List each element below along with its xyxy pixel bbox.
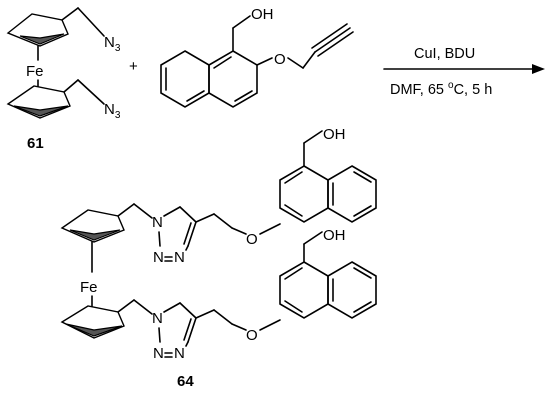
conditions-label: DMF, 65 oC, 5 h [390,80,492,98]
ch2-n-bond-bottom [77,79,105,105]
triazole-bond [179,206,197,223]
ch2-bond [287,57,304,69]
ch2-bond [117,299,135,313]
ch2-bond-bottom [63,79,79,93]
ether-oxygen-label-bottom: O [246,327,258,344]
triazole-n2-label: N [153,249,164,266]
reaction-arrow-group: CuI, BDU DMF, 65 oC, 5 h [383,46,545,98]
azide-label-top: N3 [104,34,121,54]
arrow-head [532,64,545,74]
naphthalene-ring-right [208,50,258,108]
alkyne-bond [314,27,351,53]
iron-label: Fe [26,63,44,80]
ether-bond [259,223,281,235]
cp-ring-bottom-shade [13,105,69,117]
double-bond [284,171,303,184]
ether-bond [256,57,273,66]
double-bond [284,204,303,217]
triazole-bond [163,302,181,313]
ether-bond [259,319,281,331]
double-bond [234,90,253,102]
hydroxyl-label-bottom: OH [323,227,346,244]
och2-bond [213,309,233,325]
naphthalene-ring-left [160,50,210,108]
triazole-n1-label: N [152,310,163,327]
double-bond [284,267,303,280]
ether-oxygen-label: O [274,51,286,68]
triazole-bond [187,317,197,343]
triazole-bond [187,221,197,247]
oh-bond [303,231,323,245]
ether-bond [231,323,247,331]
ch2-n-bond [133,299,153,315]
naphthalene-ring-right-bottom [327,261,377,319]
cp-ring-top-shade [69,229,121,241]
double-bond [186,90,205,102]
och2-bond [213,213,233,229]
hydroxyl-label-top: OH [323,126,346,143]
double-bond [284,300,303,313]
oh-bond [303,130,323,144]
oh-bond [232,15,251,29]
naphthalene-ring-left-top [279,165,329,223]
double-bond [353,171,372,183]
ch2-bond [117,203,135,217]
hydroxyl-label: OH [251,6,274,23]
naphthalene-ring-right-top [327,165,377,223]
double-bond [353,267,372,279]
double-bond [353,301,372,313]
triazole-bond [185,341,189,347]
iron-label: Fe [80,279,98,296]
ch2-n-bond-top [77,7,105,37]
triazole-n3-label: N [174,249,185,266]
propargyl-bond [302,51,316,69]
plus-sign: + [129,58,138,75]
ch2-bond [195,309,215,319]
reagents-label: CuI, BDU [414,46,475,62]
azide-label-bottom: N3 [104,101,121,121]
ch2-bond [195,213,215,223]
triazole-bond [163,206,181,217]
ether-bond [231,227,247,235]
reactant-naphthalene-alkyne: OH O [160,6,354,108]
double-bond [213,56,232,69]
triazole-double-bond [183,318,192,341]
triazole-n2-label: N [153,345,164,362]
cp-ring-bottom-shade [65,323,123,337]
compound-number-64: 64 [177,373,194,390]
alkyne-bond [317,31,354,57]
ether-oxygen-label-top: O [246,231,258,248]
ch2-n-bond [133,203,153,219]
ch2-bond-top [61,7,79,21]
triazole-n3-label: N [174,345,185,362]
naphthalene-ring-left-bottom [279,261,329,319]
triazole-n1-label: N [152,214,163,231]
compound-number-61: 61 [27,135,44,152]
triazole-bond [158,327,161,343]
cp-ring-top-shade [19,33,65,45]
reactant-ferrocene-diazide: N3 Fe N3 61 [6,7,121,152]
triazole-double-bond [183,222,192,245]
triazole-bond [185,245,189,251]
triazole-bond [179,302,197,319]
double-bond [353,205,372,217]
product-bis-triazole: Fe N N N O OH N [60,126,377,390]
triazole-bond [158,231,161,247]
alkyne-bond [311,23,348,49]
